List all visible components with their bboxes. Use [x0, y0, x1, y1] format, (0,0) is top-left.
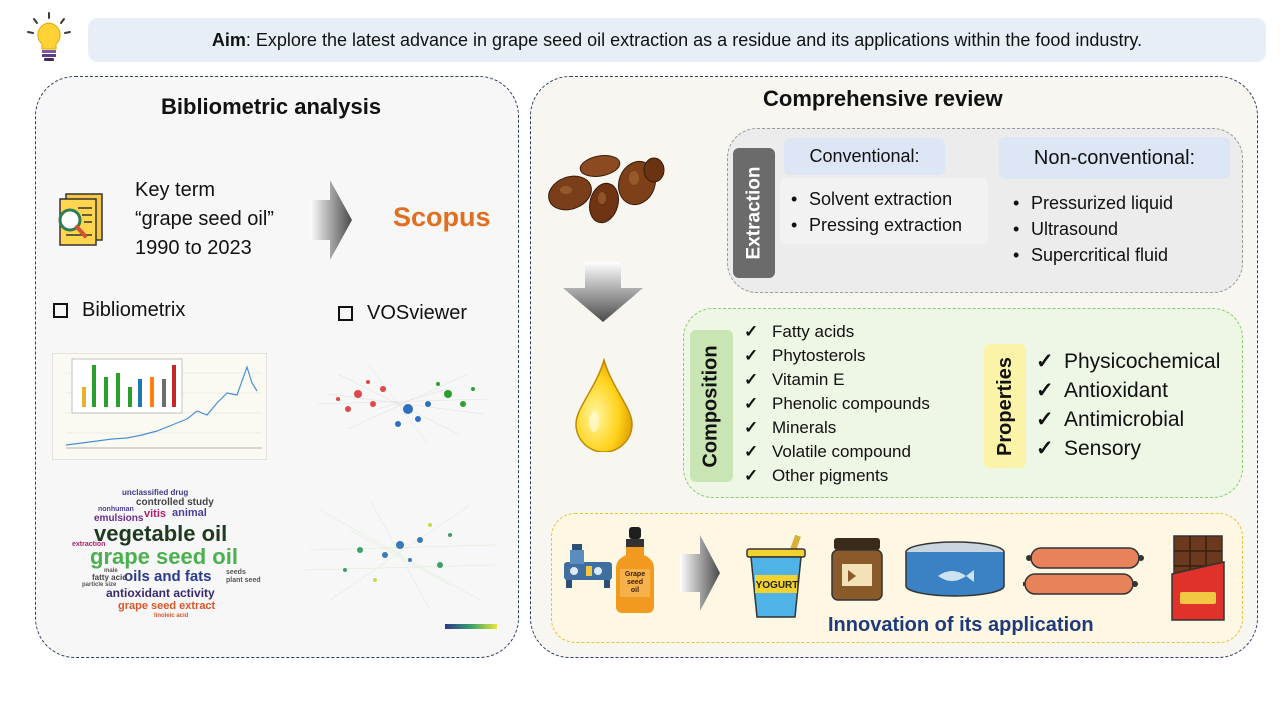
properties-label: Properties	[984, 344, 1026, 468]
bibliometric-title: Bibliometric analysis	[161, 94, 382, 119]
list-item: Ultrasound	[1011, 216, 1173, 242]
vosviewer-label: VOSviewer	[367, 302, 468, 324]
list-item: Sensory	[1036, 434, 1220, 463]
word-cloud-word: controlled study	[136, 497, 214, 508]
document-search-icon	[58, 193, 103, 246]
list-item: Minerals	[744, 416, 930, 440]
jar-icon	[831, 538, 883, 601]
word-cloud-word: animal	[172, 507, 207, 519]
tuna-can-icon	[905, 541, 1005, 597]
non-conventional-list: Pressurized liquid Ultrasound Supercriti…	[1011, 190, 1173, 268]
word-cloud-word: fatty acid	[92, 573, 128, 582]
bottle-label-line: seed	[627, 579, 643, 586]
key-term-block: Key term “grape seed oil” 1990 to 2023	[135, 176, 274, 263]
word-cloud-word: vitis	[144, 508, 167, 520]
lightbulb-icon	[27, 12, 71, 61]
application-title: Innovation of its application	[828, 614, 1094, 636]
word-cloud-word: vegetable oil	[94, 521, 228, 546]
word-cloud-word: antioxidant activity	[106, 586, 215, 600]
non-conventional-tag: Non-conventional:	[999, 137, 1230, 179]
vosviewer-network-image	[317, 363, 489, 445]
word-cloud-word: male	[104, 568, 118, 574]
arrow-right-icon	[680, 535, 720, 611]
word-cloud-word: seeds	[226, 569, 246, 576]
properties-label-text: Properties	[993, 356, 1016, 456]
word-cloud-word: emulsions	[94, 513, 144, 524]
grape-seeds-image	[548, 155, 665, 224]
vosviewer-overlay-image	[304, 499, 497, 629]
word-cloud-word: grape seed extract	[118, 600, 216, 612]
key-term-line: Key term	[135, 179, 216, 201]
word-cloud-word: extraction	[72, 541, 106, 548]
word-cloud-word: particle size	[82, 582, 117, 588]
bibliometrix-option: Bibliometrix	[53, 299, 185, 322]
bottle-label: Grape seed oil	[620, 571, 650, 595]
oil-drop-icon	[575, 358, 633, 452]
word-cloud-word: linoleic acid	[154, 613, 189, 619]
checkbox-icon	[53, 303, 68, 318]
aim-label: Aim	[211, 29, 246, 50]
word-cloud-word: grape seed oil	[90, 544, 238, 569]
composition-label: Composition	[690, 330, 733, 482]
aim-banner: Aim: Explore the latest advance in grape…	[88, 18, 1266, 62]
arrow-down-icon	[563, 262, 643, 322]
key-term-line: “grape seed oil”	[135, 208, 274, 230]
non-conventional-title: Non-conventional:	[1033, 146, 1196, 169]
list-item: Pressurized liquid	[1011, 190, 1173, 216]
bottle-label-line: oil	[630, 587, 640, 594]
list-item: Solvent extraction	[789, 186, 962, 212]
aim-text: : Explore the latest advance in grape se…	[245, 29, 1143, 50]
vosviewer-option: VOSviewer	[338, 302, 467, 325]
checkbox-icon	[338, 306, 353, 321]
word-cloud-word: unclassified drug	[122, 488, 189, 497]
yogurt-label: YOGURT	[755, 580, 799, 591]
list-item: Vitamin E	[744, 368, 930, 392]
extraction-label: Extraction	[733, 148, 775, 278]
list-item: Phytosterols	[744, 344, 930, 368]
chocolate-icon	[1171, 535, 1225, 621]
properties-list: Physicochemical Antioxidant Antimicrobia…	[1036, 347, 1220, 463]
yogurt-icon	[746, 535, 806, 618]
list-item: Fatty acids	[744, 320, 930, 344]
list-item: Antioxidant	[1036, 376, 1220, 405]
list-item: Pressing extraction	[789, 212, 962, 238]
review-title: Comprehensive review	[763, 86, 1003, 111]
sausage-icon	[1023, 547, 1144, 595]
key-term-line: 1990 to 2023	[135, 237, 252, 259]
list-item: Phenolic compounds	[744, 392, 930, 416]
list-item: Antimicrobial	[1036, 405, 1220, 434]
conventional-tag: Conventional:	[784, 138, 945, 175]
word-cloud-image: unclassified drug controlled study anima…	[68, 487, 268, 620]
arrow-right-icon	[310, 180, 352, 260]
oil-bottle-icon	[616, 527, 654, 613]
list-item: Supercritical fluid	[1011, 242, 1173, 268]
machine-icon	[564, 544, 612, 588]
bibliometrix-label: Bibliometrix	[82, 299, 186, 321]
word-cloud-word: oils and fats	[124, 568, 212, 585]
conventional-title: Conventional:	[809, 146, 920, 166]
bibliometrix-chart-image	[52, 353, 267, 460]
list-item: Other pigments	[744, 464, 930, 488]
extraction-label-text: Extraction	[743, 166, 765, 260]
composition-label-text: Composition	[700, 344, 722, 468]
list-item: Volatile compound	[744, 440, 930, 464]
list-item: Physicochemical	[1036, 347, 1220, 376]
word-cloud-word: nonhuman	[98, 506, 134, 513]
bottle-label-line: Grape	[624, 571, 646, 578]
composition-list: Fatty acids Phytosterols Vitamin E Pheno…	[744, 320, 930, 488]
scopus-label: Scopus	[393, 202, 491, 232]
word-cloud-word: plant seed	[226, 577, 261, 584]
conventional-list: Solvent extraction Pressing extraction	[789, 186, 962, 238]
